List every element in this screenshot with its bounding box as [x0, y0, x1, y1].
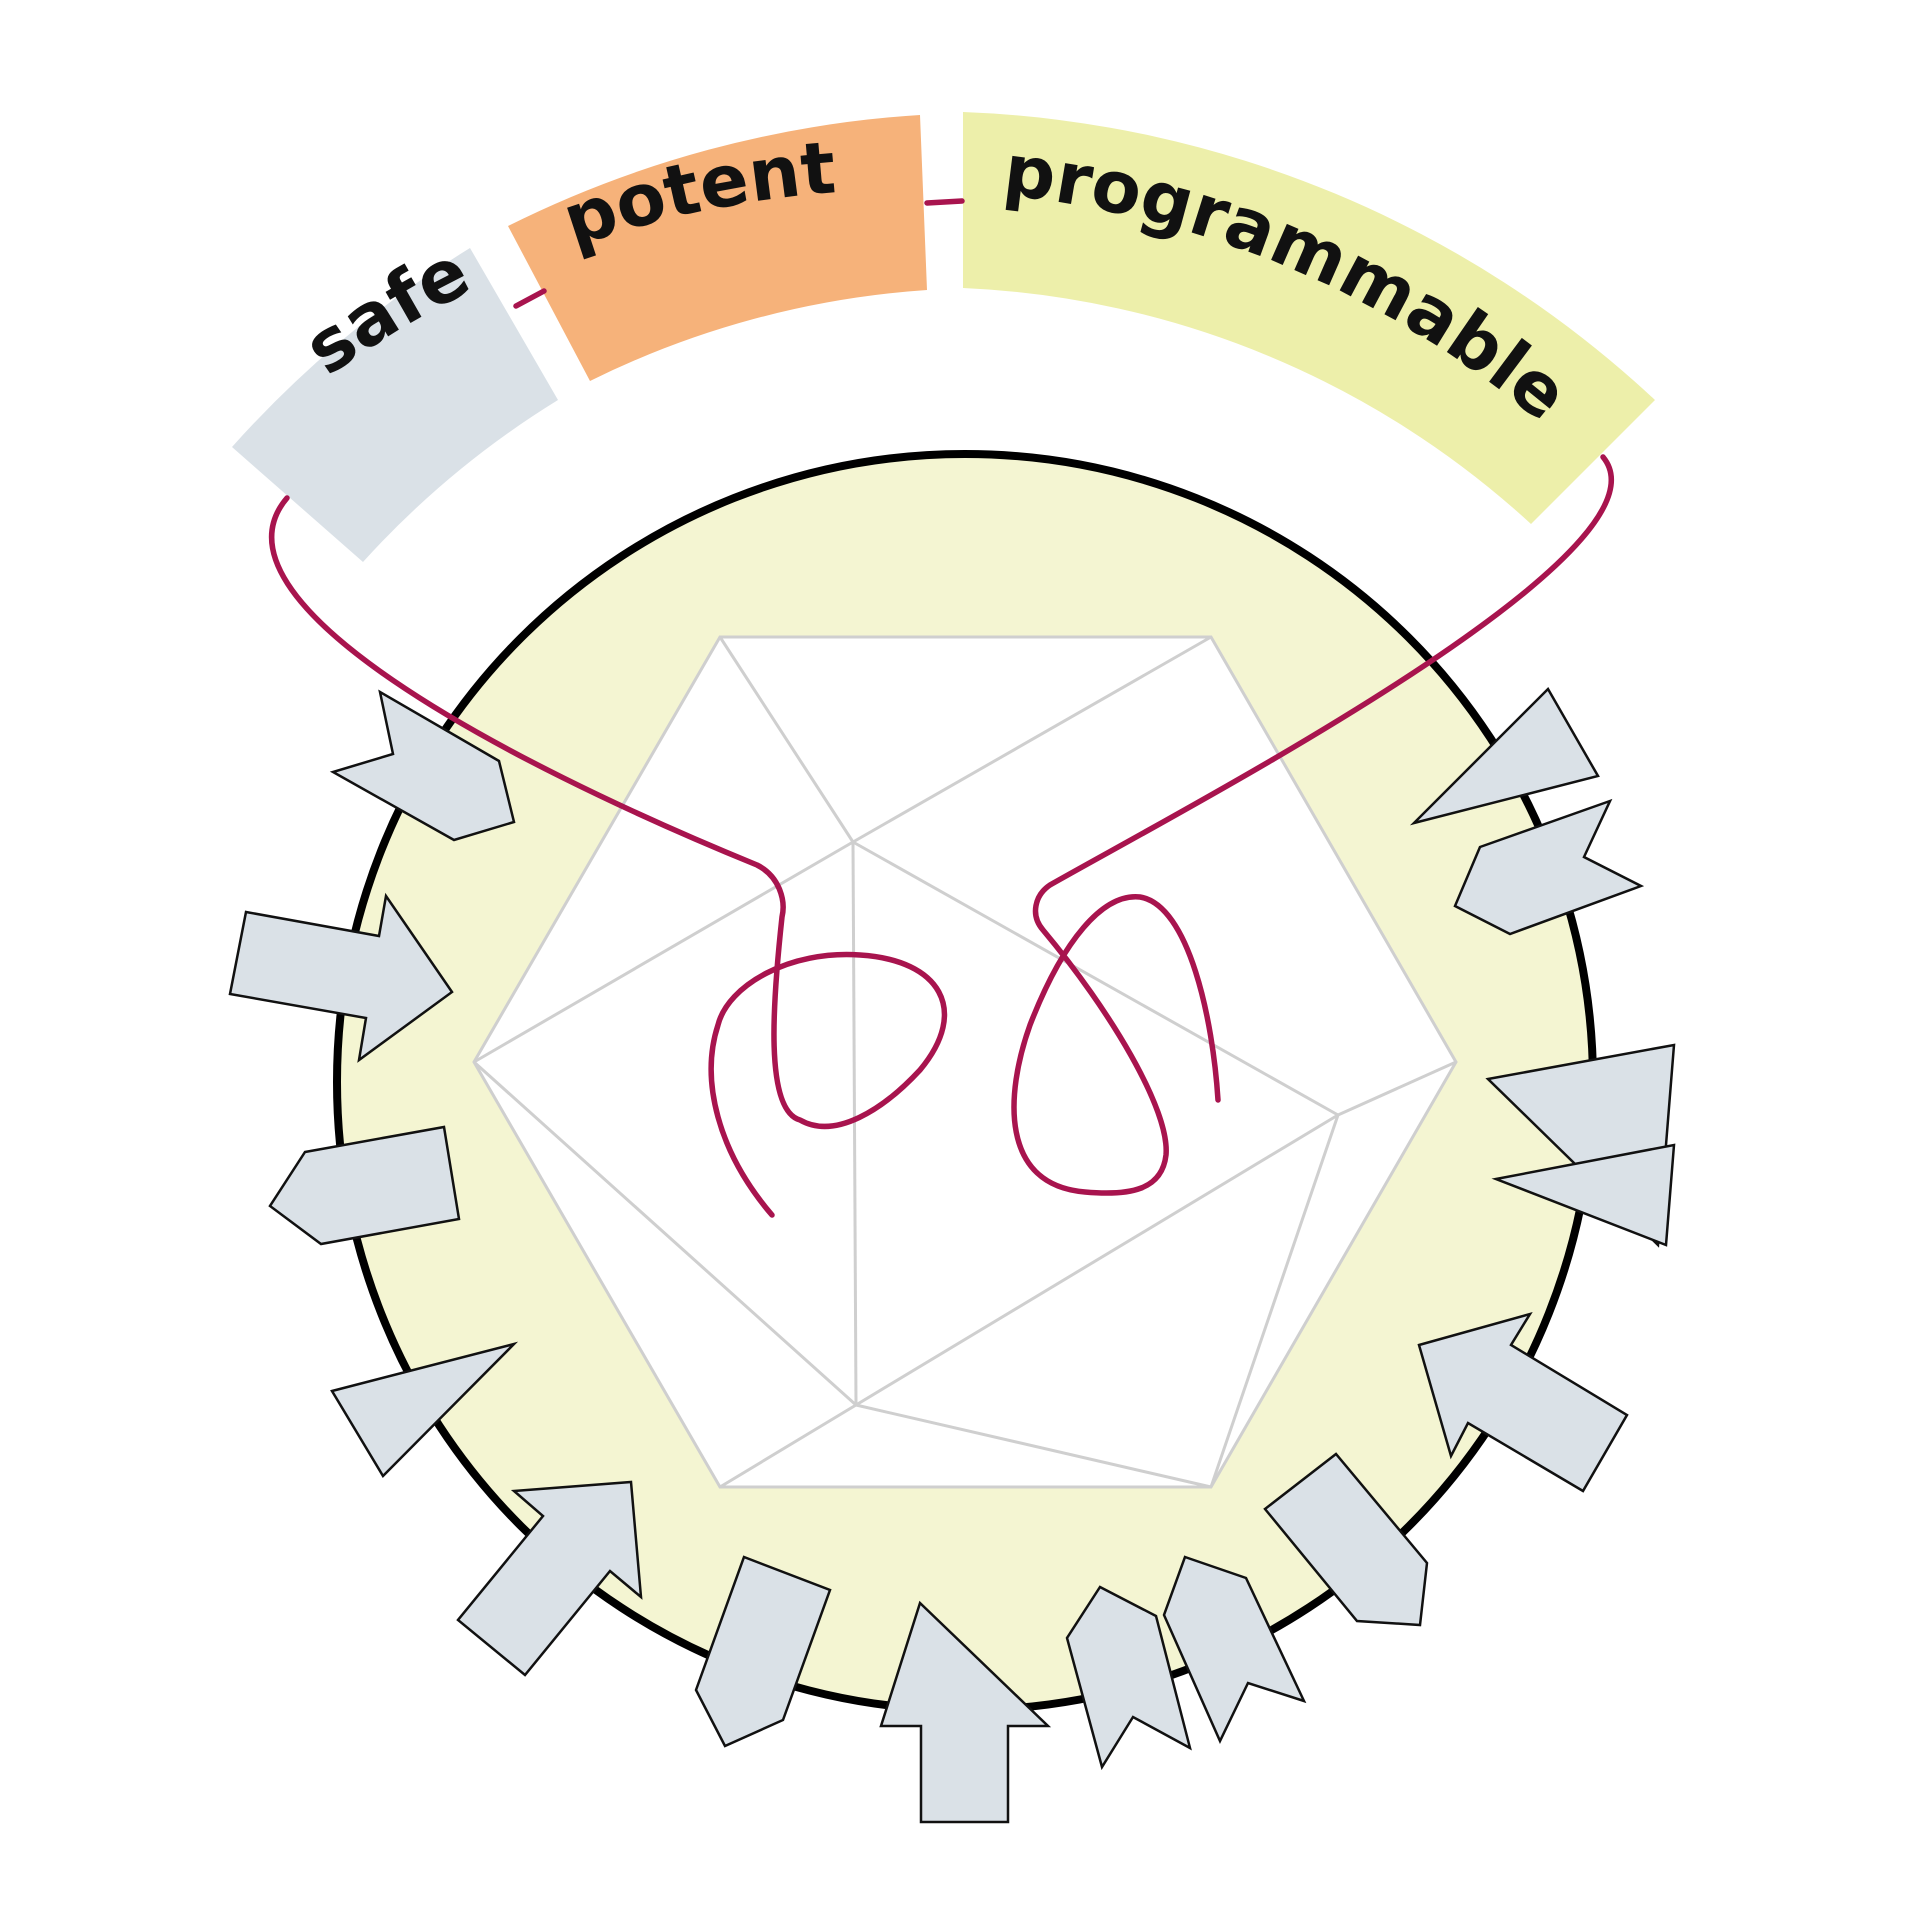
spike-arrow-icon [879, 1600, 1052, 1824]
spike-arrow-icon [456, 1480, 643, 1677]
spike-arrow-icon [268, 1125, 461, 1246]
safe-band [232, 248, 558, 562]
spike-proteins [228, 686, 1676, 1824]
spike-arrow-icon [1409, 686, 1600, 826]
genome-strand-icon [269, 198, 1615, 1218]
potent-band [508, 115, 927, 381]
spike-arrow-icon [1453, 798, 1645, 936]
spike-arrow-icon [1417, 1311, 1629, 1493]
spike-arrow-icon [1263, 1452, 1429, 1627]
spike-arrow-icon [329, 689, 516, 842]
spike-arrow-icon [330, 1341, 519, 1479]
spike-arrow-icon [694, 1555, 832, 1748]
spike-arrow-icon [1491, 1143, 1676, 1247]
spike-arrow-icon [1065, 1585, 1192, 1771]
spike-arrow-icon [228, 892, 454, 1063]
spike-arrow-icon [1162, 1555, 1307, 1744]
property-bands [232, 112, 1655, 562]
programmable-band [963, 112, 1655, 524]
